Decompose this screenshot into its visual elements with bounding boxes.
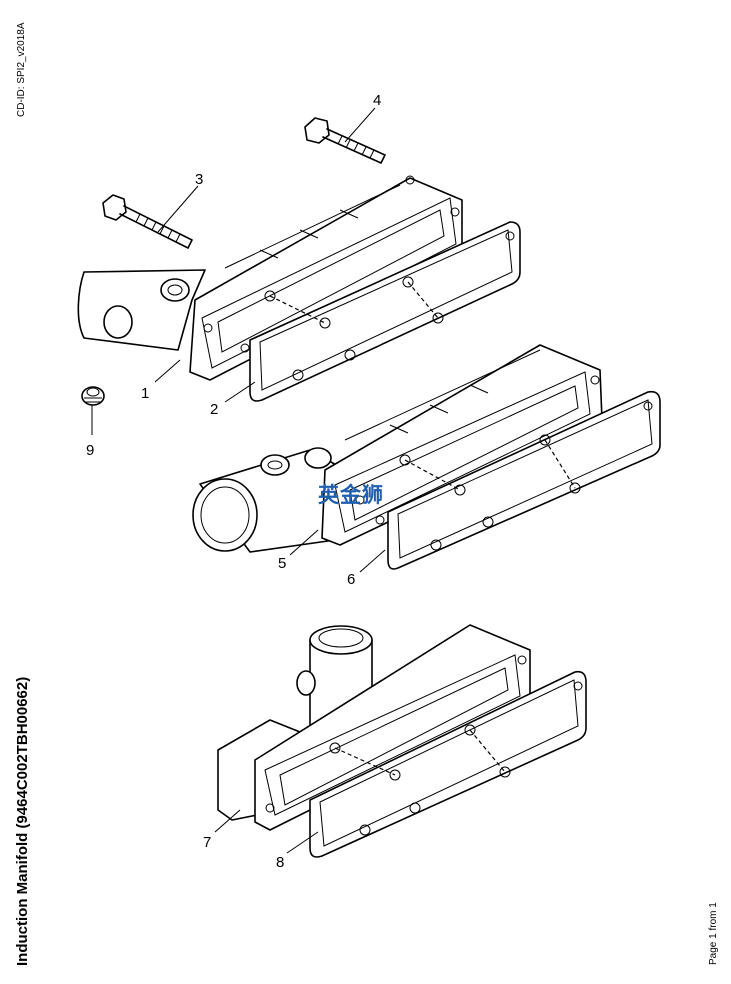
- callout-6: 6: [347, 571, 355, 588]
- manifold-7: [217, 624, 531, 831]
- callout-9: 9: [86, 442, 94, 459]
- manifold-1: [77, 175, 463, 381]
- callout-8: 8: [276, 854, 284, 871]
- gasket-6: [387, 390, 661, 570]
- callout-5: 5: [278, 555, 286, 572]
- bolt-4: [304, 117, 386, 164]
- leader-lines: [91, 107, 386, 854]
- callout-3: 3: [195, 171, 203, 188]
- callout-1: 1: [141, 385, 149, 402]
- gasket-8: [309, 670, 587, 858]
- plug-9: [81, 386, 105, 406]
- gasket-2: [249, 221, 521, 402]
- callout-4: 4: [373, 92, 381, 109]
- callout-2: 2: [210, 401, 218, 418]
- watermark-logo: 英金狮: [318, 484, 384, 507]
- callout-7: 7: [203, 834, 211, 851]
- bolt-3: [102, 194, 193, 249]
- manifold-5: [192, 344, 603, 553]
